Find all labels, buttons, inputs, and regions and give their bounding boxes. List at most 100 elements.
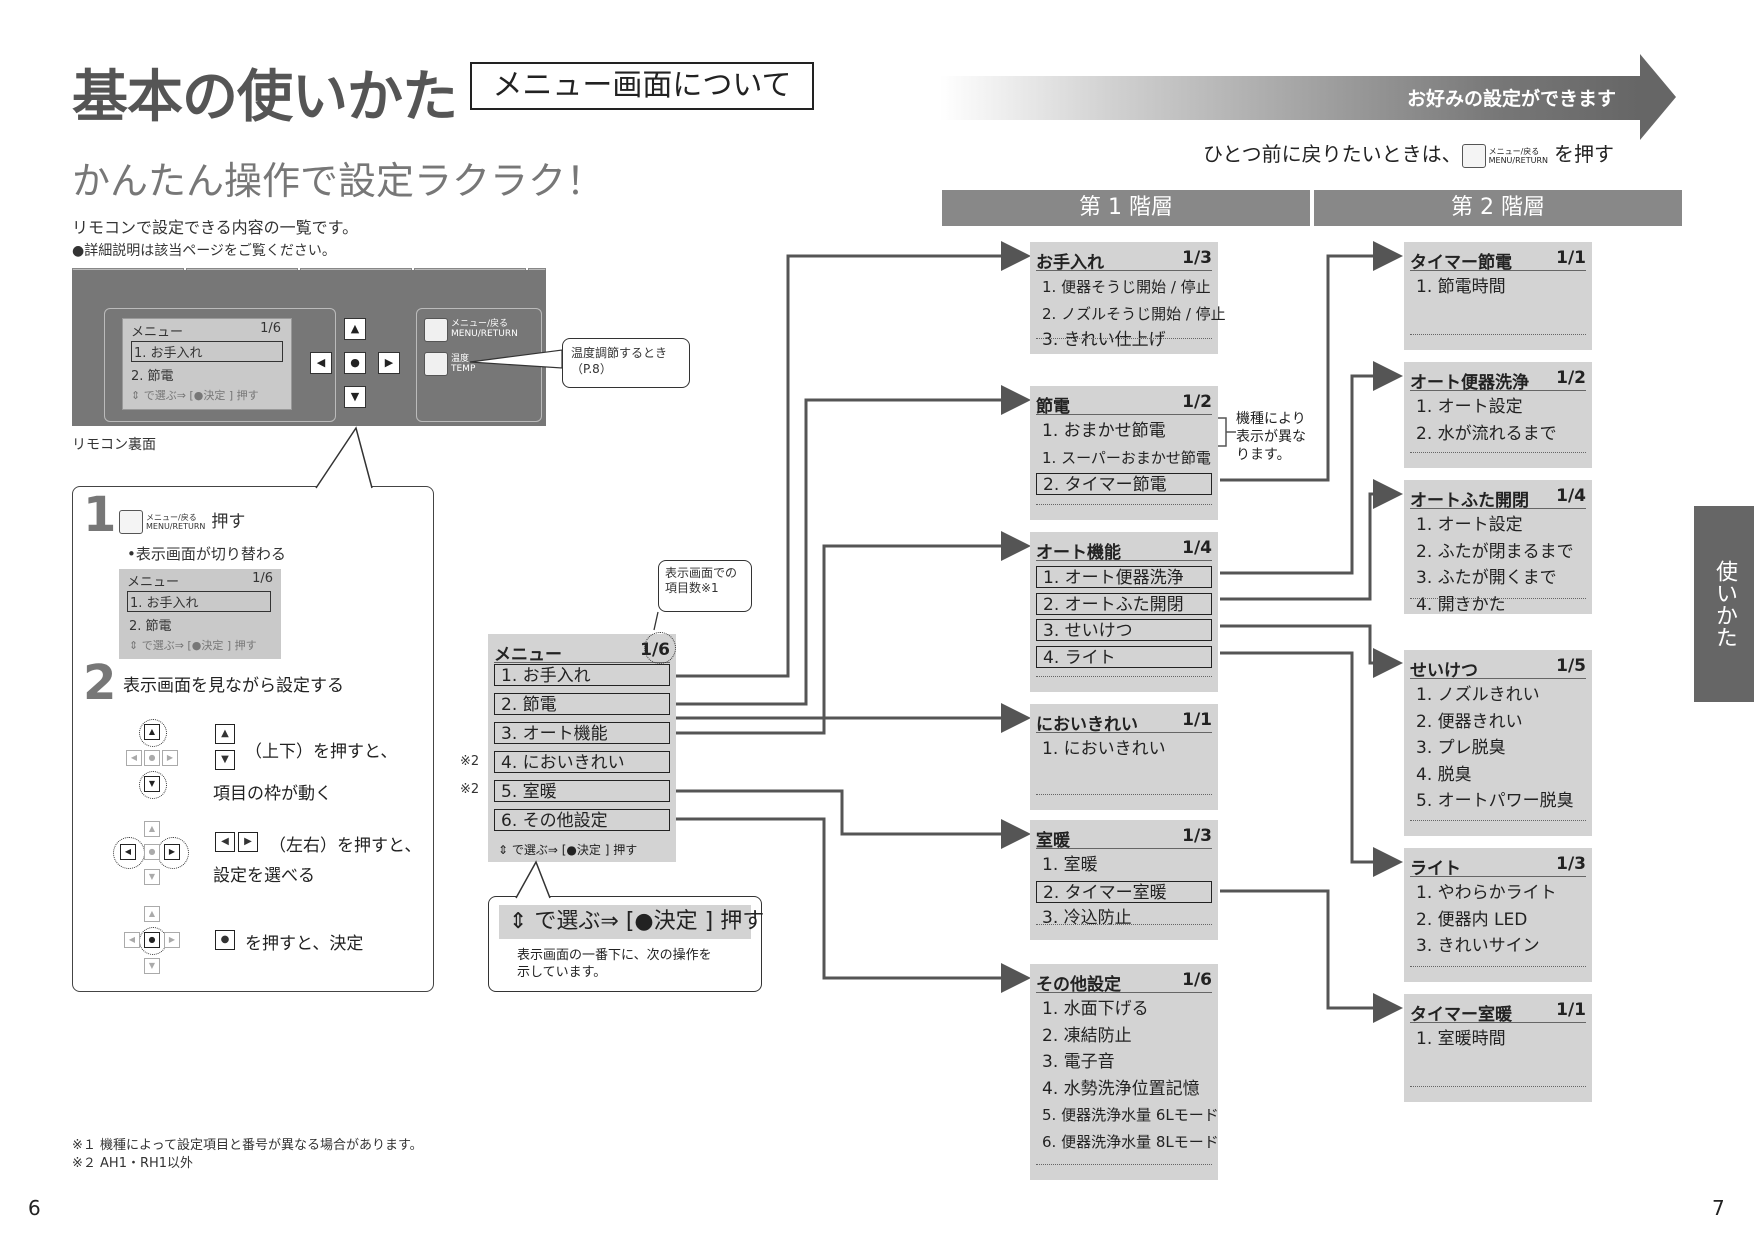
down-button-icon: ▼ xyxy=(144,958,160,974)
temp-callout: 温度調節するとき（P.8） xyxy=(562,338,690,388)
lr-glyphs: ◀▶ xyxy=(215,831,261,852)
center-icon: ● xyxy=(215,929,235,950)
menu-item[interactable]: 3. きれいサイン xyxy=(1416,936,1540,956)
highlight-ring xyxy=(139,719,167,747)
up-glyph: ▲ xyxy=(215,723,238,744)
main-menu-item[interactable]: 3. オート機能 xyxy=(494,722,670,744)
main-menu-item[interactable]: 6. その他設定 xyxy=(494,809,670,831)
menu-item[interactable]: 1. においきれい xyxy=(1042,739,1166,759)
side-tab[interactable]: 使いかた xyxy=(1694,506,1754,702)
up-button-icon: ▲ xyxy=(144,906,160,922)
panel-title-text: オート機能 xyxy=(1036,543,1121,563)
menu-return-button[interactable] xyxy=(424,318,448,342)
menu-item[interactable]: 1. やわらかライト xyxy=(1416,883,1557,903)
menu-button-icon xyxy=(1461,143,1486,168)
menu-item[interactable]: 1. 便器そうじ開始 / 停止 xyxy=(1042,278,1211,296)
menu-item[interactable]: 2. タイマー室暖 xyxy=(1036,880,1212,903)
menu-item[interactable]: 1. 節電時間 xyxy=(1416,277,1506,297)
menu-item[interactable]: 2. 凍結防止 xyxy=(1042,1025,1132,1046)
menu-item[interactable]: 2. タイマー節電 xyxy=(1036,473,1212,495)
updown-text: （上下）を押すと、 xyxy=(245,742,398,762)
main-menu-title-text: メニュー xyxy=(494,645,562,665)
menu-item[interactable]: 2. ノズルそうじ開始 / 停止 xyxy=(1042,304,1226,323)
back-note-post: を押す xyxy=(1554,142,1614,166)
items-note-line2: 項目数※1 xyxy=(665,581,719,595)
menu-item[interactable]: 1. オート設定 xyxy=(1416,397,1523,417)
menu-item[interactable]: 1. 室暖 xyxy=(1042,855,1098,875)
left-button-icon: ◀ xyxy=(120,844,136,860)
menu-item[interactable]: 3. ふたが開くまで xyxy=(1416,568,1557,588)
menu-label-jp: メニュー/戻る xyxy=(146,513,197,522)
up-icon: ▲ xyxy=(215,723,235,744)
main-menu-item[interactable]: 4. においきれい xyxy=(494,751,670,773)
menu-item[interactable]: 3. 電子音 xyxy=(1042,1052,1115,1072)
divider xyxy=(1036,794,1212,795)
level-1-header: 第 1 階層 xyxy=(942,190,1310,226)
panel-page: 1/4 xyxy=(1556,486,1586,506)
divider xyxy=(1410,966,1586,967)
menu-item[interactable]: 6. 便器洗浄水量 8Lモード xyxy=(1042,1132,1219,1151)
left-button[interactable]: ◀ xyxy=(310,352,332,374)
menu-item[interactable]: 2. 便器内 LED xyxy=(1416,909,1528,930)
menu-item[interactable]: 1. オート便器洗浄 xyxy=(1036,566,1212,588)
menu-item[interactable]: 2. 水が流れるまで xyxy=(1416,423,1557,444)
menu-item[interactable]: 1. スーパーおまかせ節電 xyxy=(1042,448,1211,467)
center-button[interactable]: ● xyxy=(344,352,366,374)
select-callout: ⇕ で選ぶ⇒ [●決定 ] 押す 表示画面の一番下に、次の操作を示しています。 xyxy=(488,896,764,992)
footnote-mark: ※2 xyxy=(460,782,480,797)
menu-item[interactable]: 4. ライト xyxy=(1036,645,1212,668)
menu-item[interactable]: 3. プレ脱臭 xyxy=(1416,738,1506,758)
center-button-icon: ● xyxy=(144,844,160,860)
menu-item[interactable]: 4. 開きかた xyxy=(1416,594,1506,615)
menu-item[interactable]: 2. オートふた開閉 xyxy=(1036,592,1212,615)
menu-item[interactable]: 5. オートパワー脱臭 xyxy=(1416,791,1574,811)
menu-item[interactable]: 5. 便器洗浄水量 6Lモード xyxy=(1042,1106,1219,1124)
menu-item[interactable]: 1. 室暖時間 xyxy=(1416,1029,1506,1049)
model-note: 機種により 表示が異な ります。 xyxy=(1236,410,1312,464)
menu-item[interactable]: 1. オート設定 xyxy=(1416,515,1523,535)
banner: お好みの設定ができます xyxy=(940,54,1676,140)
main-menu-item[interactable]: 5. 室暖 xyxy=(494,780,670,802)
lcd-page: 1/6 xyxy=(252,571,273,586)
footnote-2: ※２ AH1・RH1以外 xyxy=(72,1156,194,1171)
menu-item[interactable]: 1. 水面下げる xyxy=(1042,999,1149,1019)
menu-item[interactable]: 2. ふたが閉まるまで xyxy=(1416,541,1574,562)
menu-item[interactable]: 1. おまかせ節電 xyxy=(1042,421,1166,441)
lr-text: （左右）を押すと、 xyxy=(269,836,422,856)
page-number-left: 6 xyxy=(28,1196,41,1220)
back-note-pre: ひとつ前に戻りたいときは、 xyxy=(1203,142,1462,166)
menu-item[interactable]: 3. せいけつ xyxy=(1036,619,1212,641)
menu-item[interactable]: 1. ノズルきれい xyxy=(1416,685,1540,705)
divider xyxy=(1410,598,1586,599)
menu-item[interactable]: 4. 脱臭 xyxy=(1416,764,1472,785)
banner-arrow-icon xyxy=(1640,54,1676,140)
panel-page: 1/1 xyxy=(1556,248,1586,268)
main-menu-item[interactable]: 2. 節電 xyxy=(494,693,670,715)
panel-title-text: 室暖 xyxy=(1036,831,1070,851)
menu-item[interactable]: 2. 便器きれい xyxy=(1416,711,1523,732)
right-button[interactable]: ▶ xyxy=(378,352,400,374)
menu-item[interactable]: 3. 冷込防止 xyxy=(1042,908,1132,928)
menu-label-en: MENU/RETURN xyxy=(146,522,206,531)
section-title: メニュー画面について xyxy=(470,62,814,110)
menu-item[interactable]: 4. 水勢洗浄位置記憶 xyxy=(1042,1078,1200,1099)
up-button[interactable]: ▲ xyxy=(344,318,366,340)
menu-item[interactable]: 3. きれい仕上げ xyxy=(1042,330,1166,350)
temp-button[interactable] xyxy=(424,352,448,376)
down-button[interactable]: ▼ xyxy=(344,386,366,408)
items-note-line1: 表示画面での xyxy=(665,566,738,580)
panel-page: 1/2 xyxy=(1556,368,1586,388)
main-menu-item[interactable]: 1. お手入れ xyxy=(494,664,670,686)
lcd-title: メニュー xyxy=(131,325,184,340)
panel-page: 1/1 xyxy=(1182,710,1212,730)
